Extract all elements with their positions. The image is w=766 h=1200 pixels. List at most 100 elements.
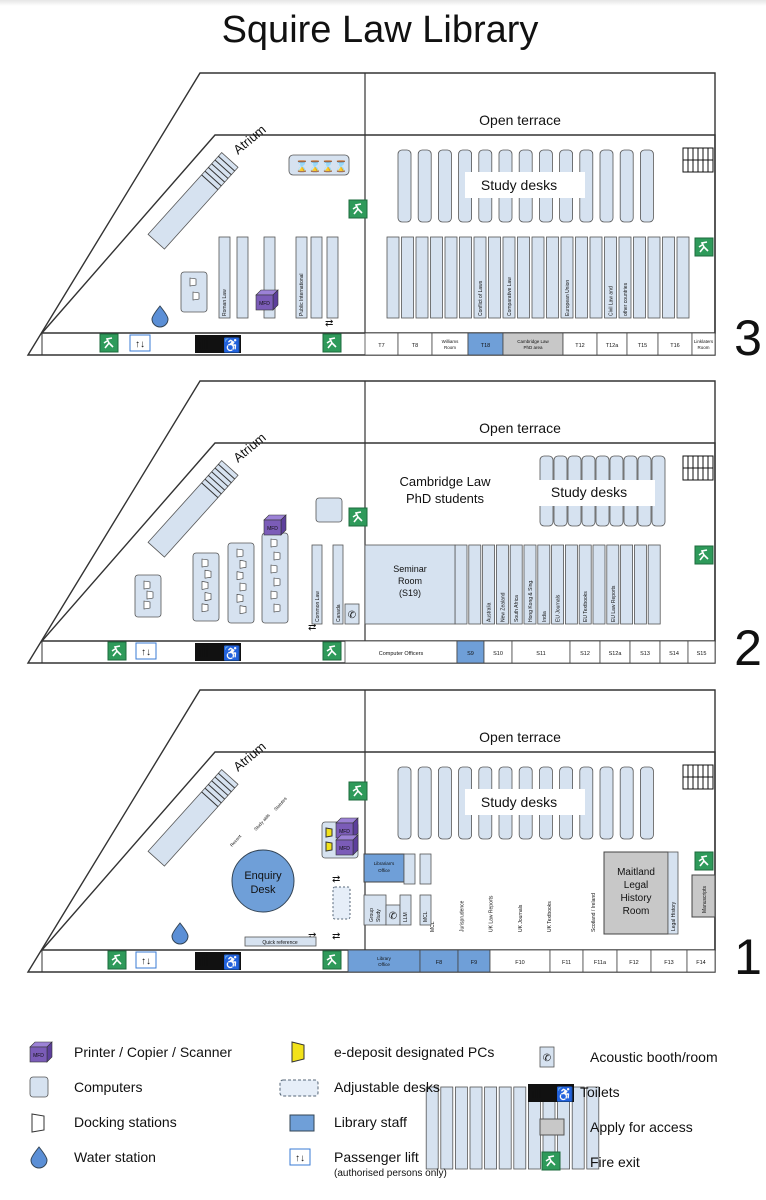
bookshelf — [263, 236, 276, 319]
legend-label: e-deposit designated PCs — [334, 1044, 494, 1060]
study-desks-label: Study desks — [551, 484, 627, 500]
fire-exit-icon — [541, 1151, 561, 1171]
bookshelf — [634, 544, 647, 625]
room-cell[interactable]: T8 — [397, 332, 433, 356]
room-cell[interactable]: T16 — [657, 332, 693, 356]
seating: ⌛⌛⌛⌛ — [288, 154, 350, 176]
svg-text:ıİİ: ıİİ — [198, 954, 209, 969]
bookshelf — [633, 236, 646, 319]
room-cell[interactable]: Computer Officers — [344, 640, 458, 664]
room-cell[interactable]: S10 — [483, 640, 513, 664]
svg-text:MFD: MFD — [339, 846, 350, 852]
bookshelf — [386, 236, 400, 319]
atrium-label: Atrium — [230, 430, 268, 466]
printer-icon: MFD — [263, 514, 287, 536]
room-label: S11 — [536, 651, 545, 657]
room-cell[interactable]: F14 — [686, 949, 716, 973]
bookshelf — [606, 544, 620, 625]
legend-item: Library staff — [289, 1114, 407, 1132]
atrium-label: Atrium — [230, 122, 268, 158]
bookshelf — [513, 1086, 527, 1170]
phone-booth-icon: ✆ — [344, 603, 360, 625]
room-cell[interactable]: T12 — [562, 332, 598, 356]
room-cell[interactable]: S11 — [511, 640, 571, 664]
study-desk — [640, 149, 654, 223]
shelf-label: MCL — [430, 921, 436, 932]
study-desk — [640, 766, 654, 840]
shelf-label: MCL — [423, 911, 429, 922]
bookshelf — [399, 894, 412, 926]
room-cell[interactable]: F13 — [650, 949, 688, 973]
docking-station-icon — [201, 603, 209, 613]
room-cell[interactable]: S15 — [687, 640, 716, 664]
room-cell[interactable]: T15 — [626, 332, 659, 356]
lift-icon: ↑↓ — [135, 642, 157, 660]
toilets-icon: ıİİ♿ — [195, 335, 241, 354]
room-cell[interactable]: F12 — [616, 949, 652, 973]
edeposit-pc-icon — [291, 1041, 305, 1063]
room-cell[interactable]: T18 — [467, 332, 504, 356]
room-cell[interactable]: F10 — [489, 949, 551, 973]
legend-label: Docking stations — [74, 1114, 177, 1130]
bookshelf — [488, 236, 501, 319]
maitland-room-label: Room — [623, 906, 650, 917]
enquiry-desk[interactable] — [231, 849, 295, 913]
maitland-room-label: Legal — [624, 880, 648, 891]
room-cell[interactable]: S12a — [599, 640, 631, 664]
room-cell[interactable]: F11a — [582, 949, 618, 973]
room-cell[interactable]: S13 — [629, 640, 661, 664]
bookshelf — [310, 236, 323, 319]
svg-text:♿: ♿ — [223, 954, 240, 971]
floor-number: 2 — [734, 620, 762, 676]
shelf-label: Manuscripts — [702, 886, 708, 913]
quick-reference-shelf — [244, 936, 317, 947]
bookshelf — [454, 1086, 468, 1170]
room-cell[interactable]: S12 — [569, 640, 601, 664]
librarians-office — [363, 853, 405, 883]
room-label: S14 — [669, 651, 679, 657]
svg-text:↑↓: ↑↓ — [141, 647, 151, 658]
room-cell[interactable]: F9 — [457, 949, 491, 973]
legend-label: Printer / Copier / Scanner — [74, 1044, 232, 1060]
bookshelf — [551, 544, 564, 625]
atrium — [147, 769, 239, 867]
room-label: Williams — [442, 339, 459, 344]
room-label: S12a — [609, 651, 623, 657]
room-cell[interactable]: T7 — [364, 332, 399, 356]
printer-icon: MFD — [29, 1041, 53, 1063]
maitland-room-label: History — [620, 893, 651, 904]
bookshelf — [509, 544, 523, 625]
room-cell[interactable]: S14 — [659, 640, 689, 664]
shelf-label: UK Journals — [518, 904, 524, 932]
room-cell[interactable]: T12a — [596, 332, 628, 356]
docking-station-icon — [273, 577, 281, 587]
seminar-room-label: Seminar — [393, 564, 427, 574]
shelf-label: New Zealand — [500, 592, 506, 622]
bookshelf — [560, 236, 574, 319]
room-label: T12 — [575, 343, 584, 349]
legend-sublabel: (authorised persons only) — [334, 1168, 447, 1179]
bookshelf — [440, 1086, 454, 1170]
room-cell[interactable]: F11 — [549, 949, 584, 973]
room-cell[interactable]: F8 — [419, 949, 459, 973]
docking-station-icon — [273, 551, 281, 561]
phd-area-label: PhD students — [406, 491, 485, 506]
shelf-label: EU Law Reports — [611, 585, 617, 622]
map-title: Squire Law Library — [222, 9, 539, 51]
bookshelf — [571, 1086, 585, 1170]
bookshelf — [482, 544, 496, 625]
docking-station-icon — [236, 571, 244, 581]
floor-number: 1 — [734, 929, 762, 985]
shelf-label: Legal History — [671, 901, 677, 931]
docking-station-icon — [239, 582, 247, 592]
room-cell[interactable]: S9 — [456, 640, 485, 664]
bookshelf — [295, 236, 308, 319]
shelf-label: Public International — [299, 273, 305, 316]
bookshelf — [430, 236, 443, 319]
